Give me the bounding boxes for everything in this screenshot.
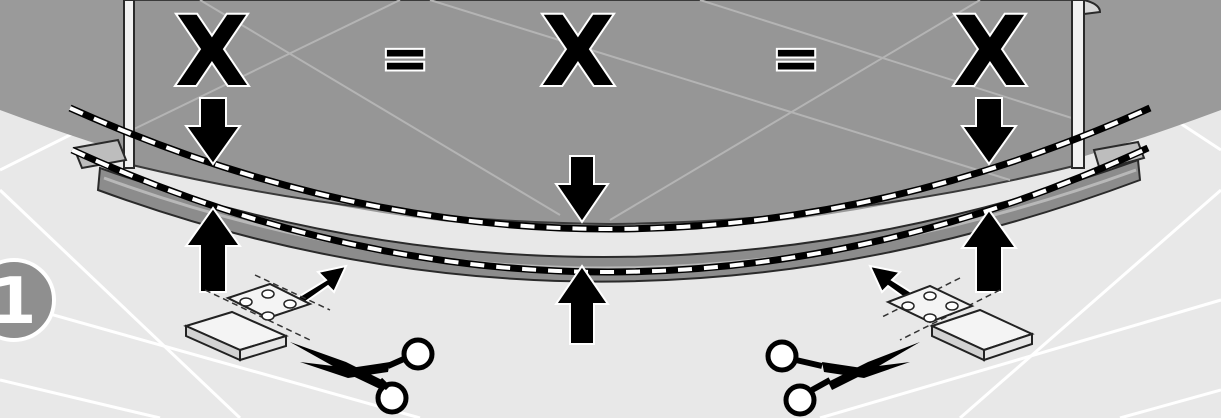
step-badge: [0, 258, 56, 342]
glass-reflections: [131, 0, 1079, 221]
arrow-up-icon: [554, 264, 610, 345]
right-frame-profile: [1071, 0, 1085, 169]
scissors-icon: [290, 337, 435, 415]
clip-icon: [879, 277, 1035, 362]
scissors-icon: [765, 339, 920, 417]
left-frame-profile: [123, 0, 135, 169]
label-x-right: X: [953, 0, 1027, 108]
bottom-rail: [96, 158, 1142, 283]
arrow-up-icon: [184, 206, 242, 293]
arrow-down-icon: [554, 155, 610, 224]
label-equals-left: =: [381, 24, 430, 92]
left-tray-end: [72, 138, 128, 170]
label-x-center: X: [541, 0, 615, 108]
label-x-left: X: [175, 0, 249, 108]
step-number: 1: [0, 265, 36, 339]
arrow-up-icon: [960, 208, 1018, 293]
clip-icon: [183, 274, 331, 362]
glass-panel: [131, 0, 1079, 226]
right-frame-cap: [1083, 0, 1102, 16]
arrow-down-icon: [960, 97, 1018, 166]
label-equals-right: =: [772, 24, 821, 92]
cut-line-top: [68, 104, 1152, 233]
arrow-down-icon: [184, 97, 242, 166]
